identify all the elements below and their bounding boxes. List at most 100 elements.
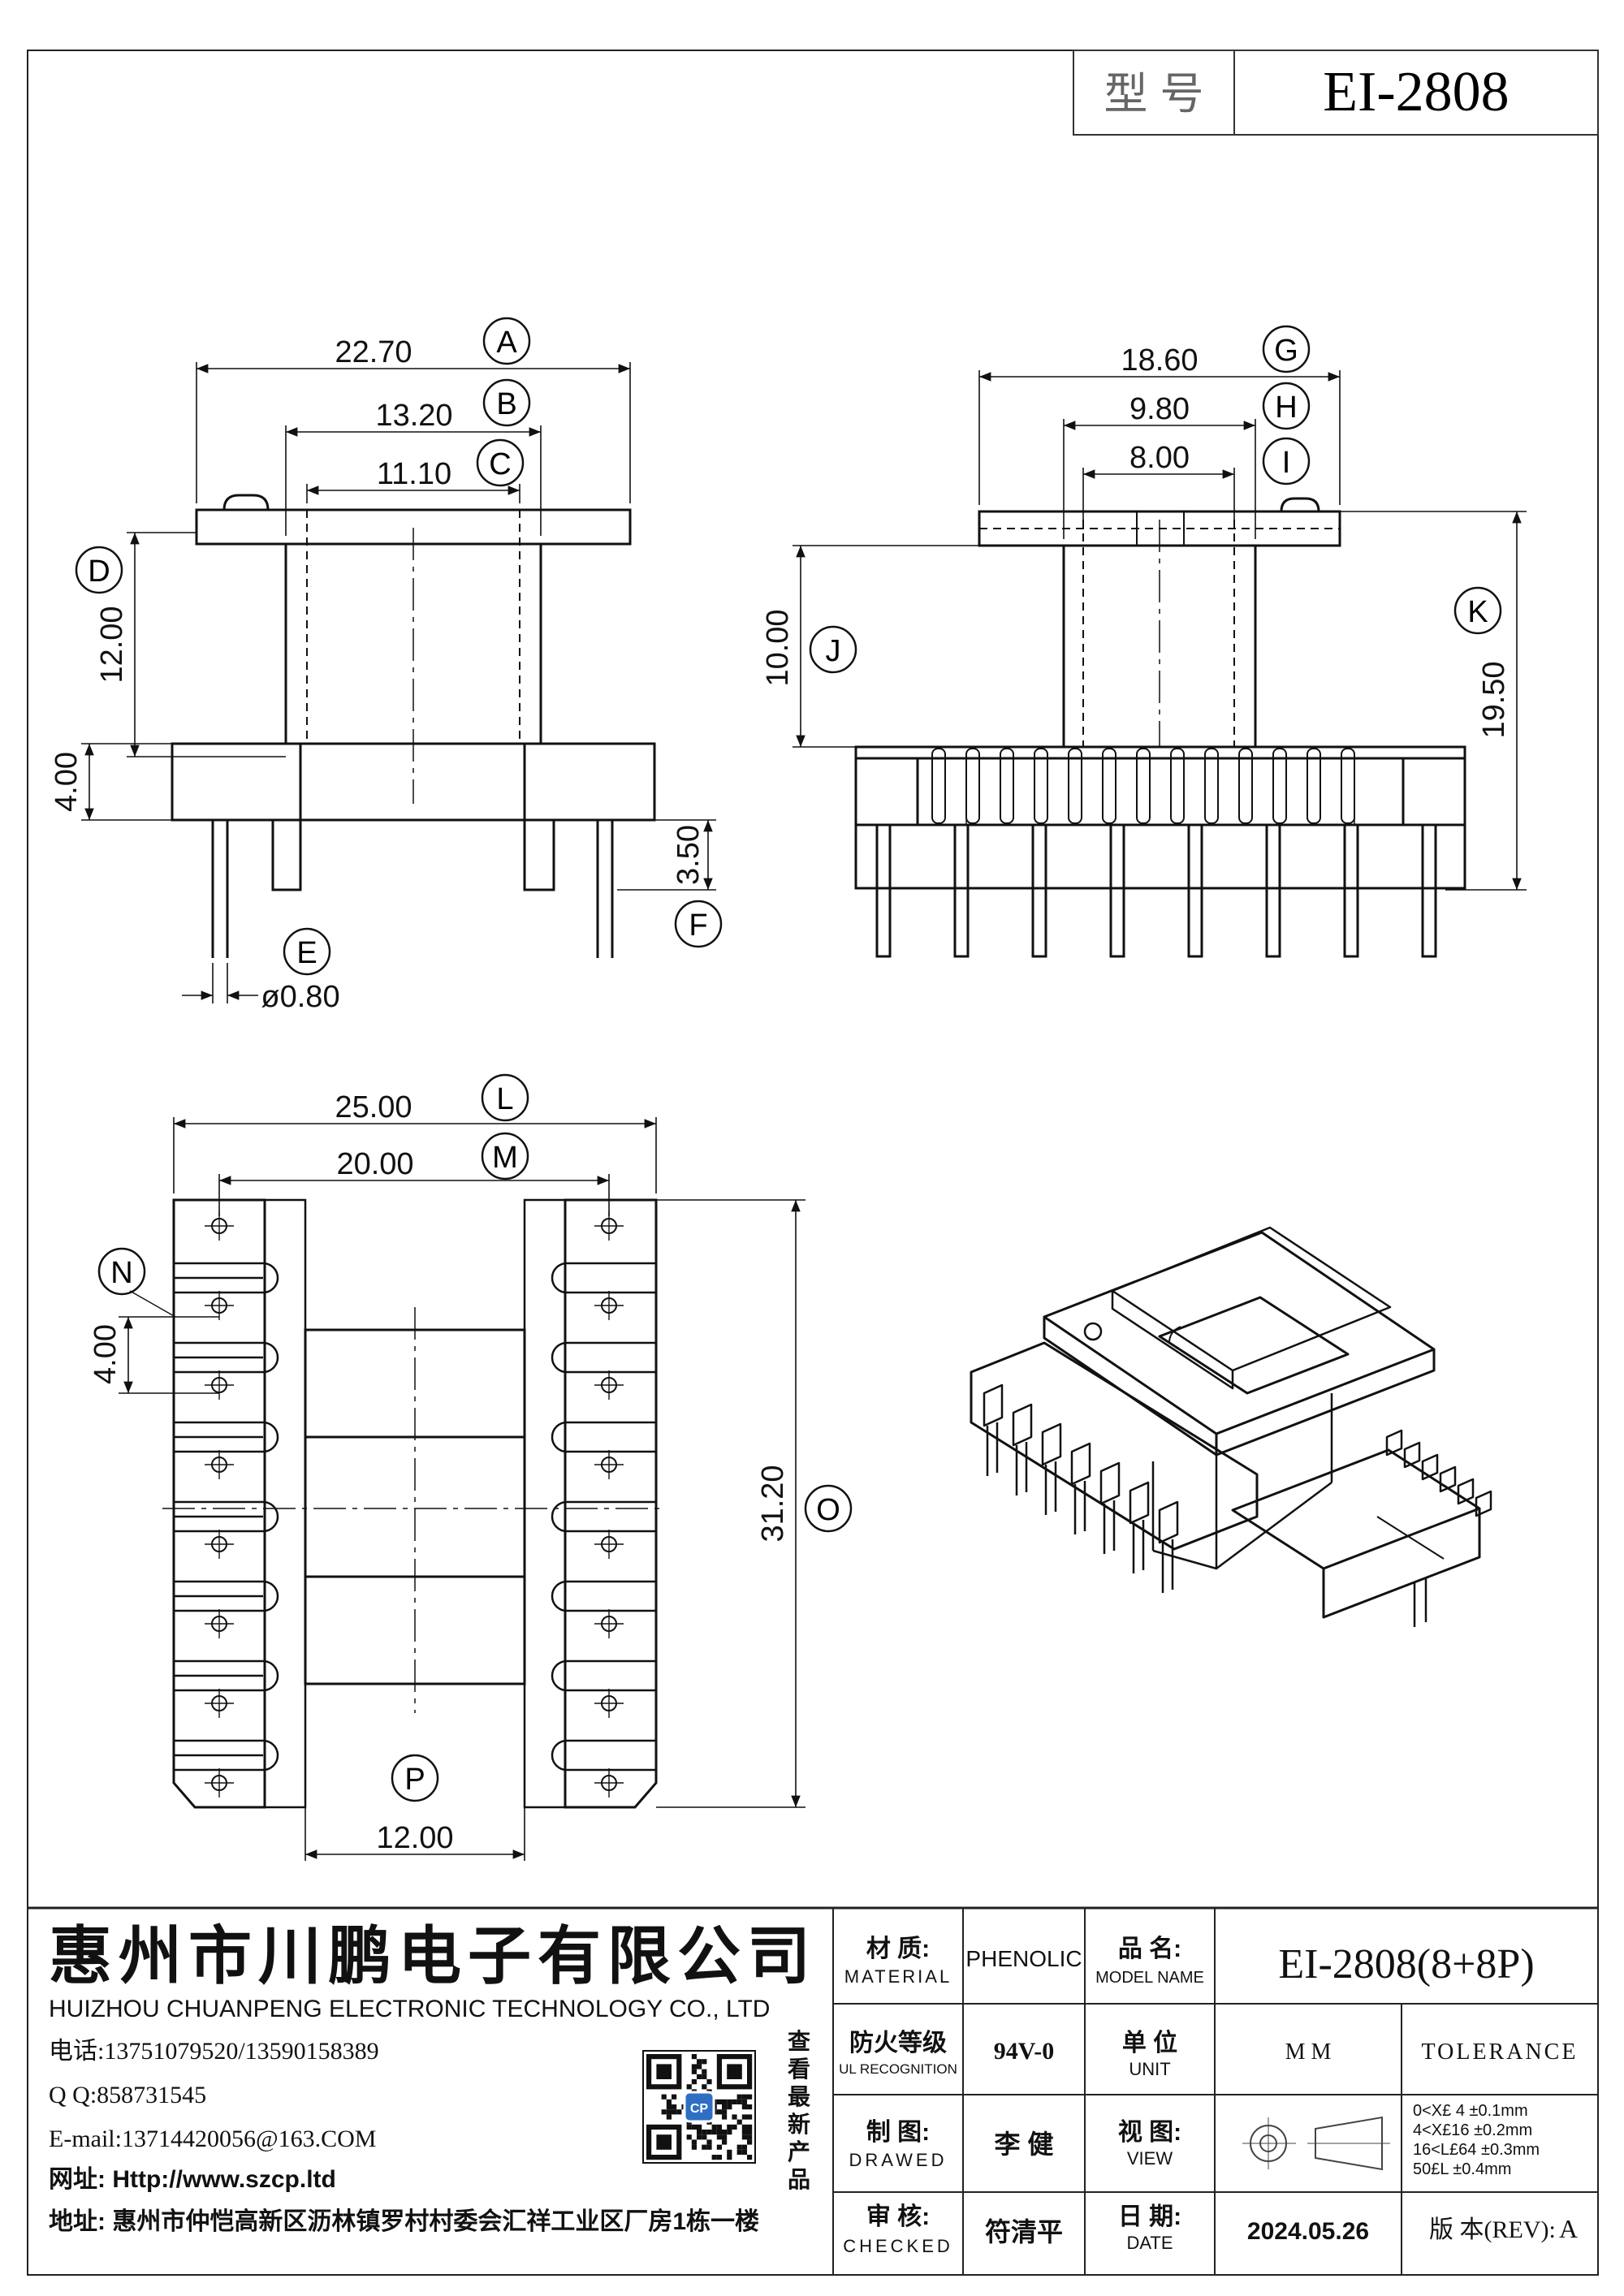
dim-f-value: 3.50 [672, 825, 706, 885]
qr-module [727, 2155, 732, 2160]
dim-h-value: 9.80 [1129, 392, 1190, 426]
iso-tooth [1099, 1461, 1121, 1505]
qr-module [727, 2130, 732, 2135]
slot-right [551, 1739, 656, 1772]
checked-en: CHECKED [843, 2236, 953, 2256]
qr-module [716, 2144, 722, 2150]
callout-p: P [404, 1763, 425, 1797]
qr-module [727, 2149, 732, 2155]
qr-module [661, 2109, 667, 2115]
slot-right [551, 1262, 656, 1294]
qr-module [741, 2099, 747, 2104]
qr-module [661, 2094, 667, 2100]
side-rib [1307, 748, 1321, 824]
header-model-box: 型 号 EI-2808 [1073, 50, 1599, 136]
company-name-en: HUIZHOU CHUANPENG ELECTRONIC TECHNOLOGY … [49, 1996, 770, 2022]
dim-e-value: ø0.80 [261, 980, 339, 1014]
company-email: E-mail:13714420056@163.COM [49, 2126, 376, 2152]
side-view-texts: 18.60 9.80 8.00 10.00 19.50 [761, 343, 1511, 739]
qr-module [672, 2094, 677, 2100]
side-pin [1265, 823, 1281, 958]
qr-module [727, 2099, 732, 2104]
company-qq: Q Q:858731545 [49, 2082, 206, 2108]
qr-module [702, 2084, 707, 2090]
iso-pin [1073, 1481, 1086, 1534]
slot-right [551, 1500, 656, 1533]
iso-pin [1413, 1578, 1427, 1627]
title-block-texts: 材 质: MATERIAL PHENOLIC 品 名: MODEL NAME E… [839, 1936, 1575, 2256]
qr-module [736, 2119, 742, 2125]
material-en: MATERIAL [844, 1966, 952, 1987]
revision-label: 版 本(REV): [1429, 2216, 1556, 2243]
qr-module [722, 2114, 728, 2120]
qr-module [727, 2104, 732, 2110]
dim-c-value: 11.10 [377, 457, 451, 491]
side-rib [931, 748, 946, 824]
qr-module [722, 2104, 728, 2110]
company-phone: 电话:13751079520/13590158389 [49, 2038, 379, 2065]
qr-module [691, 2124, 697, 2130]
slot-left [174, 1739, 279, 1772]
qr-module [691, 2064, 697, 2069]
date-en: DATE [1126, 2233, 1173, 2253]
qr-module [702, 2074, 707, 2079]
callout-d: D [88, 555, 110, 589]
qr-module [732, 2099, 737, 2104]
side-rib [1102, 748, 1116, 824]
date-cn: 日 期: [1118, 2203, 1181, 2230]
side-rib [1341, 748, 1355, 824]
drawn-cn: 制 图: [866, 2119, 930, 2146]
qr-module [672, 2109, 677, 2115]
qr-module [706, 2130, 712, 2135]
qr-module [686, 2124, 692, 2130]
model-number: EI-2808 [1323, 61, 1509, 123]
drawn-value: 李 健 [995, 2130, 1054, 2159]
qr-module [741, 2130, 747, 2135]
side-pin [1421, 823, 1437, 958]
front-view-texts: 22.70 13.20 11.10 12.00 4.00 3.50 ø0.80 [50, 335, 706, 1014]
qr-module [716, 2124, 722, 2130]
model-name-cn: 品 名: [1118, 1936, 1181, 1962]
slot-left [174, 1500, 279, 1533]
callout-e: E [296, 936, 317, 970]
unit-value: M M [1285, 2039, 1332, 2065]
slot-right [551, 1580, 656, 1612]
side-pin [1031, 823, 1047, 958]
qr-module [722, 2099, 728, 2104]
slot-right [551, 1421, 656, 1453]
svg-text:产: 产 [788, 2139, 810, 2164]
slot-left [174, 1580, 279, 1612]
qr-caption: 查 看 最 新 产 品 [788, 2029, 810, 2192]
view-cn: 视 图: [1118, 2119, 1181, 2146]
qr-module [686, 2084, 692, 2090]
sheet-border [27, 50, 1599, 2276]
svg-text:看: 看 [788, 2056, 810, 2082]
qr-module [697, 2130, 702, 2135]
tolerance-row: 16<L£64 ±0.3mm [1413, 2141, 1540, 2159]
qr-module [741, 2114, 747, 2120]
iso-tooth [1012, 1403, 1033, 1447]
side-pin [1187, 823, 1203, 958]
qr-module [722, 2109, 728, 2115]
qr-module [716, 2155, 722, 2160]
callout-i: I [1282, 446, 1291, 480]
callout-c: C [489, 447, 511, 481]
side-view [854, 497, 1466, 890]
dim-p-value: 12.00 [376, 1821, 453, 1855]
qr-module [747, 2114, 753, 2120]
side-pin [1109, 823, 1125, 958]
tolerance-row: 50£L ±0.4mm [1413, 2160, 1511, 2178]
qr-module [716, 2109, 722, 2115]
iso-tooth [1129, 1481, 1150, 1525]
qr-module [741, 2094, 747, 2100]
slot-right [551, 1659, 656, 1692]
checked-value: 符清平 [985, 2217, 1063, 2246]
side-pin [1343, 823, 1359, 958]
side-rib [1068, 748, 1082, 824]
qr-module [716, 2099, 722, 2104]
iso-pin [986, 1422, 999, 1476]
front-view-dimensions [81, 362, 716, 1003]
qr-module [736, 2149, 742, 2155]
qr-module [722, 2134, 728, 2140]
qr-module [747, 2104, 753, 2110]
